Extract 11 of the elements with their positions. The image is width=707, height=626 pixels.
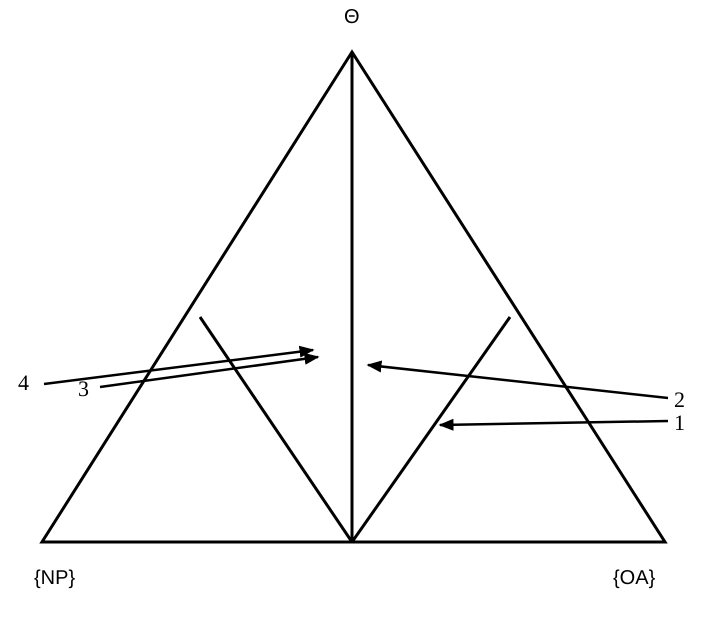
callout-number: 3 [78, 378, 89, 400]
vertex-label: {OA} [613, 567, 656, 589]
leader-arrow [366, 360, 668, 400]
callout-number: 1 [674, 412, 685, 434]
leader-arrow [438, 418, 668, 431]
vertex-label: {NP} [34, 567, 76, 589]
leader-arrow [44, 346, 314, 386]
callout-number: 2 [674, 389, 685, 411]
vertex-label: Θ [344, 6, 360, 28]
leader-arrow [100, 352, 320, 388]
callout-number: 4 [18, 372, 29, 394]
